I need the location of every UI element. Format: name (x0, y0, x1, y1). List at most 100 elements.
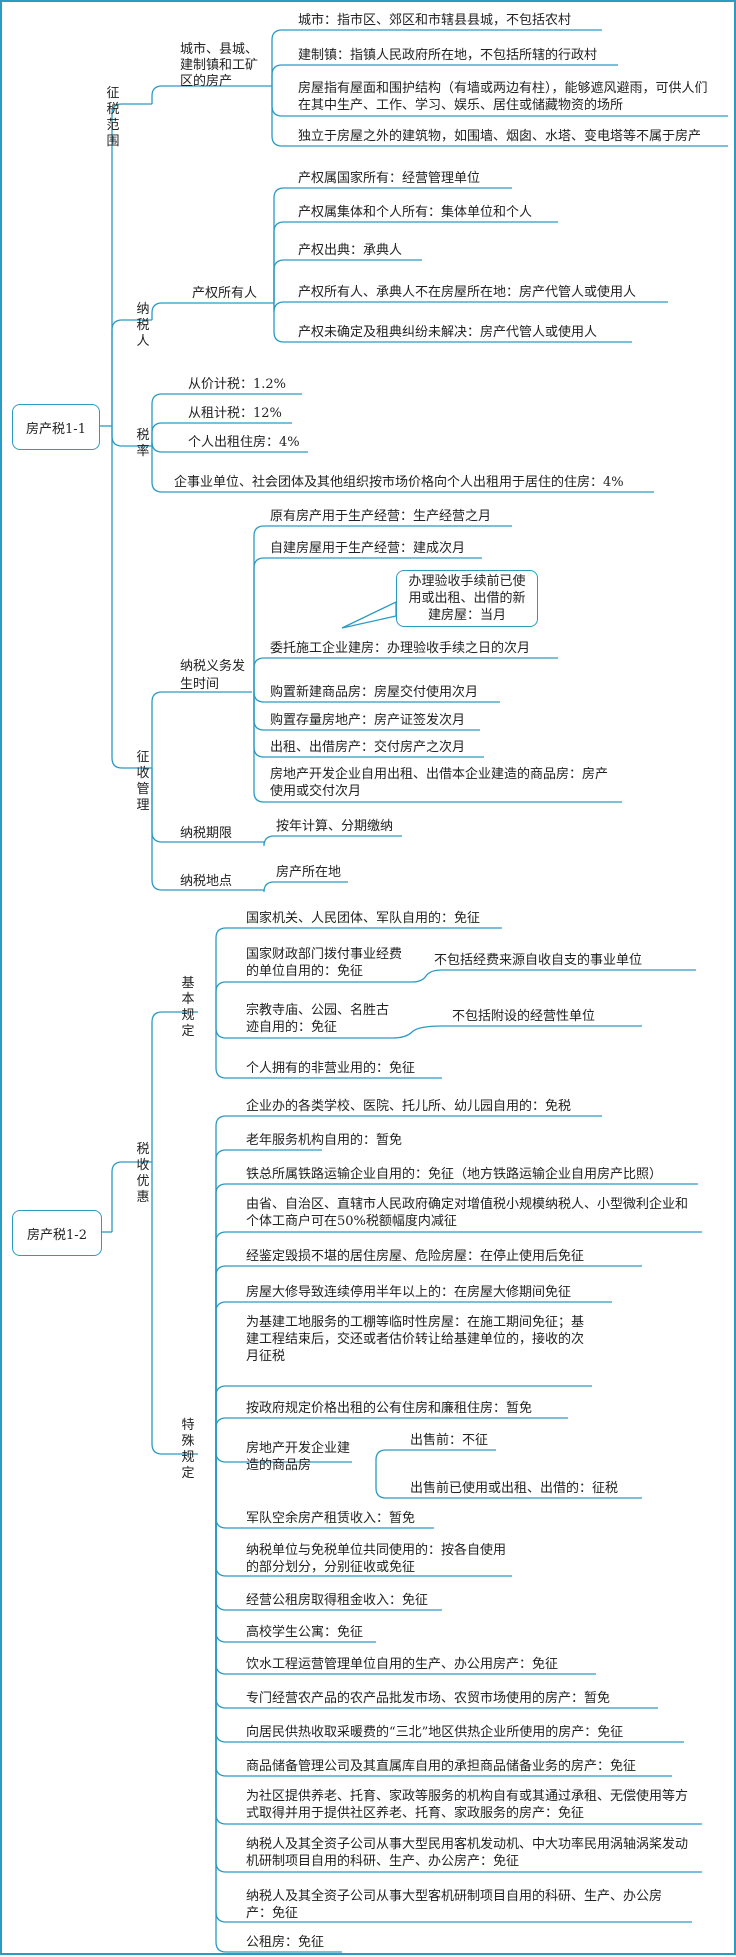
special-item: 高校学生公寓：免征 (246, 1625, 364, 1640)
connector-line (375, 1462, 388, 1499)
commercial-sub-item: 出售前已使用或出租、出借的：征税 (410, 1481, 619, 1496)
connector-line (215, 1454, 228, 1529)
connector-line (215, 1454, 228, 1611)
special-item: 向居民供热收取采暖费的“三北”地区供热企业所使用的房产：免征 (246, 1725, 624, 1740)
scope-sub-label: 城市、县城、建制镇和工矿区的房产 (180, 42, 259, 89)
basic-item: 宗教寺庙、公园、名胜古迹自用的：免征 (246, 1003, 390, 1035)
special-item: 军队空余房产租赁收入：暂免 (246, 1511, 416, 1526)
connector-line (215, 1012, 228, 1079)
taxpayer-item: 产权属国家所有：经营管理单位 (298, 171, 481, 186)
taxpayer-item: 产权属集体和个人所有：集体单位和个人 (298, 205, 533, 220)
branch-admin-label: 征收管理 (136, 750, 150, 813)
rate-item: 企事业单位、社会团体及其他组织按市场价格向个人出租用于居住的住房：4% (174, 475, 624, 490)
rate-item: 从价计税：1.2% (188, 377, 287, 392)
connector-line (151, 302, 172, 320)
connector-line (263, 881, 275, 893)
connector-line (215, 1454, 228, 1577)
special-item: 由省、自治区、直辖市人民政府确定对增值税小规模纳税人、小型微利企业和个体工商户可… (246, 1197, 689, 1229)
connector-line (215, 1454, 228, 1873)
root-node-tax-1-2[interactable]: 房产税1-2 (12, 1210, 102, 1256)
connector-line (253, 692, 266, 803)
time-item: 出租、出借房产：交付房产之次月 (270, 740, 466, 755)
connector-line (215, 981, 228, 1012)
special-item: 经鉴定毁损不堪的居住房屋、危险房屋：在停止使用后免征 (246, 1249, 585, 1264)
connector-line (215, 1454, 228, 1777)
special-item: 专门经营农产品的农产品批发市场、农贸市场使用的房产：暂免 (246, 1691, 611, 1706)
connector-line (391, 1025, 642, 1039)
special-item: 饮水工程运营管理单位自用的生产、办公用房产：免征 (246, 1657, 559, 1672)
special-item: 为社区提供养老、托育、家政等服务的机构自有或其通过承租、无偿使用等方式取得并用于… (246, 1789, 689, 1821)
time-item: 自建房屋用于生产经营：建成次月 (270, 541, 466, 556)
basic-rules-label: 基本规定 (181, 976, 195, 1039)
basic-item: 个人拥有的非营业用的：免征 (246, 1061, 416, 1076)
special-rules-label: 特殊规定 (181, 1418, 195, 1481)
connector-line (215, 927, 228, 1012)
connector-line (151, 768, 168, 843)
time-item: 购置存量房地产：房产证签发次月 (270, 713, 466, 728)
connector-line (253, 691, 266, 703)
connector-line (111, 426, 128, 447)
special-item: 房屋大修导致连续停用半年以上的：在房屋大修期间免征 (246, 1285, 572, 1300)
connector-line (151, 85, 178, 104)
connector-line (151, 1162, 170, 1455)
admin-period-value: 按年计算、分期缴纳 (276, 819, 394, 834)
connector-line (215, 1012, 228, 1039)
connector-line (151, 446, 163, 493)
special-item: 纳税人及其全资子公司从事大型民用客机发动机、中大功率民用涡轴涡桨发动机研制项目自… (246, 1837, 689, 1869)
time-item: 委托施工企业建房：办理验收手续之日的次月 (270, 641, 531, 656)
connector-line (215, 1385, 228, 1454)
branch-incentive-label: 税收优惠 (136, 1142, 150, 1205)
time-callout-note: 办理验收手续前已使用或出租、出借的新建房屋：当月 (396, 570, 538, 627)
connector-line (215, 1301, 228, 1454)
time-item: 购置新建商品房：房屋交付使用次月 (270, 685, 479, 700)
connector-line (271, 86, 284, 147)
admin-time-label: 纳税义务发生时间 (180, 659, 246, 692)
connector-line (375, 1449, 388, 1462)
basic-note: 不包括经费来源自收自支的事业单位 (434, 953, 643, 968)
connector-line (253, 657, 266, 692)
connector-line (215, 1265, 228, 1454)
special-item: 铁总所属铁路运输企业自用的：免征（地方铁路运输企业自用房产比照） (246, 1167, 663, 1182)
basic-note: 不包括附设的经营性单位 (452, 1009, 596, 1024)
commercial-sub-item: 出售前：不征 (410, 1433, 489, 1448)
connector-line (111, 1161, 128, 1232)
connector-line (151, 691, 168, 768)
connector-line (215, 1454, 228, 1743)
connector-line (215, 1454, 228, 1953)
special-item: 经营公租房取得租金收入：免征 (246, 1593, 429, 1608)
special-item: 企业办的各类学校、医院、托儿所、幼儿园自用的：免税 (246, 1099, 572, 1114)
special-item: 公租房：免征 (246, 1935, 325, 1950)
connector-line (341, 600, 397, 629)
taxpayer-item: 产权所有人、承典人不在房屋所在地：房产代管人或使用人 (298, 285, 637, 300)
basic-item: 国家财政部门拨付事业经费的单位自用的：免征 (246, 947, 403, 979)
special-item: 商品储备管理公司及其直属库自用的承担商品储备业务的房产：免征 (246, 1759, 637, 1774)
connector-line (263, 835, 275, 847)
scope-item: 独立于房屋之外的建筑物，如围墙、烟囱、水塔、变电塔等不属于房产 (298, 129, 702, 144)
connector-line (151, 422, 174, 446)
connector-line (273, 259, 286, 303)
special-item: 房地产开发企业建造的商品房 (246, 1441, 351, 1473)
connector-line (111, 319, 128, 426)
taxpayer-item: 产权出典：承典人 (298, 243, 403, 258)
special-item: 为基建工地服务的工棚等临时性房屋：在施工期间免征；基建工程结束后，交还或者估价转… (246, 1315, 585, 1364)
rate-item: 个人出租住房：4% (188, 435, 300, 450)
connector-line (215, 1149, 228, 1454)
branch-scope-label: 征税范围 (106, 86, 120, 149)
root-node-tax-1-1[interactable]: 房产税1-1 (12, 404, 100, 450)
time-item: 房地产开发企业自用出租、出借本企业建造的商品房：房产使用或交付次月 (270, 767, 609, 799)
special-item: 纳税单位与免税单位共同使用的：按各自使用的部分划分，分别征收或免征 (246, 1543, 507, 1575)
connector-line (111, 103, 128, 426)
connector-line (215, 1231, 228, 1454)
connector-line (151, 441, 174, 453)
connector-line (253, 557, 266, 692)
connector-line (151, 768, 168, 891)
connector-line (411, 969, 696, 983)
branch-taxpayer-label: 纳税人 (136, 302, 150, 349)
connector-line (151, 1011, 170, 1162)
special-item: 纳税人及其全资子公司从事大型客机研制项目自用的科研、生产、办公房产：免征 (246, 1889, 663, 1921)
connector-line (215, 1417, 228, 1454)
connector-line (215, 1183, 228, 1454)
connector-line (215, 1454, 228, 1643)
time-item: 原有房产用于生产经营：生产经营之月 (270, 509, 492, 524)
